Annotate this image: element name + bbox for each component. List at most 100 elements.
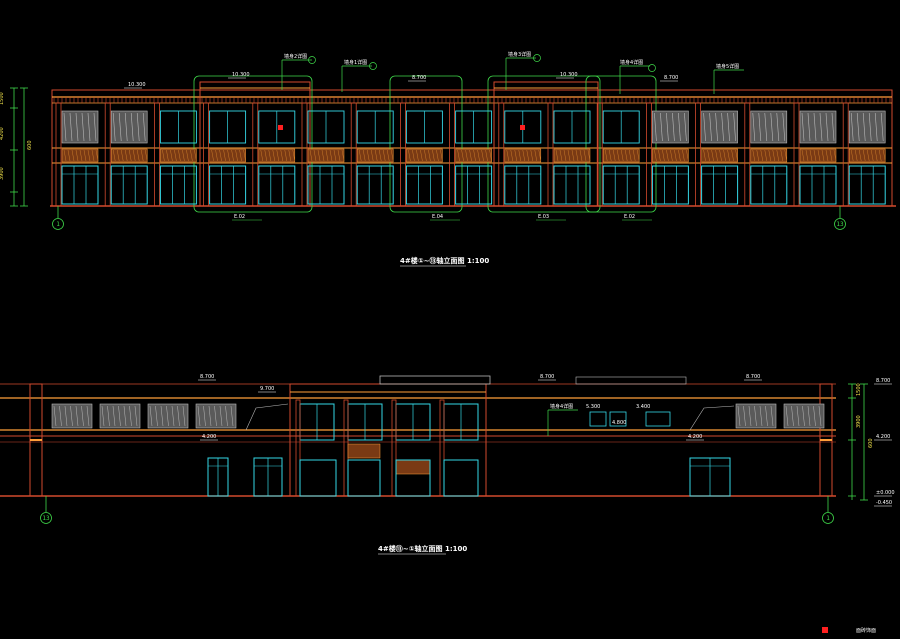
terrace-window — [645, 411, 671, 427]
band-hatch — [719, 149, 722, 162]
screen-hatch — [825, 112, 829, 142]
screen-hatch — [874, 112, 878, 142]
band-hatch — [227, 149, 230, 162]
brick-band — [750, 148, 788, 163]
screen-hatch — [101, 405, 105, 427]
storefront — [159, 165, 197, 205]
band-hatch — [858, 149, 862, 162]
screen-hatch — [801, 112, 805, 142]
right-dimension-chain-bottom — [848, 383, 868, 501]
center-lower-window — [299, 459, 337, 497]
band-hatch — [321, 149, 325, 162]
band-hatch — [636, 149, 640, 162]
screen-hatch — [86, 405, 90, 427]
center-lower-window — [395, 459, 431, 497]
screen-hatch — [203, 405, 206, 427]
screen-hatch — [208, 405, 212, 427]
screen-hatch — [197, 405, 201, 427]
storefront — [504, 165, 542, 205]
band-hatch — [95, 149, 99, 162]
band-hatch — [768, 149, 772, 162]
band-hatch — [703, 149, 706, 162]
brick-band — [347, 443, 381, 459]
band-hatch — [235, 149, 238, 162]
band-hatch — [473, 149, 476, 162]
upper-screen-panel — [750, 110, 788, 144]
band-hatch — [280, 149, 284, 162]
elev-bot-5: 4.200 — [202, 434, 216, 440]
band-hatch — [469, 149, 472, 162]
terrace-window — [609, 411, 627, 427]
band-hatch — [723, 149, 726, 162]
band-hatch — [370, 149, 374, 162]
callout-top-3: 墙身3详图 — [508, 51, 531, 58]
band-hatch — [83, 149, 87, 162]
brick-band — [799, 148, 837, 163]
screen-hatch — [770, 112, 774, 142]
band-hatch — [727, 149, 730, 162]
band-hatch — [309, 149, 313, 162]
band-hatch — [616, 149, 620, 162]
storefront — [356, 165, 394, 205]
brick-band — [307, 148, 345, 163]
upper-screen-panel — [61, 110, 99, 144]
band-hatch — [120, 149, 124, 162]
terrace-screen-panel — [783, 403, 825, 429]
band-hatch — [813, 149, 817, 162]
band-hatch — [440, 149, 443, 162]
dim-bot-3: 600 — [868, 438, 874, 448]
band-hatch — [71, 149, 75, 162]
top-pilasters — [55, 102, 849, 207]
elev-bot-2: 9.700 — [260, 386, 274, 392]
screen-hatch — [807, 112, 811, 142]
terrace-screen-panel — [735, 403, 777, 429]
screen-hatch — [177, 405, 180, 427]
upper-screen-panel — [848, 110, 886, 144]
screen-hatch — [123, 405, 127, 427]
band-hatch — [420, 149, 423, 162]
screen-hatch — [785, 405, 789, 427]
storefront — [455, 165, 493, 205]
band-hatch — [144, 149, 148, 162]
screen-hatch — [715, 112, 718, 142]
pilaster — [153, 102, 160, 207]
pilaster — [842, 102, 849, 207]
band-hatch — [75, 149, 79, 162]
band-hatch — [833, 149, 837, 162]
top-building-outline — [50, 89, 896, 207]
tag-top-3: E.03 — [538, 214, 549, 220]
band-hatch — [612, 149, 616, 162]
screen-hatch — [880, 112, 884, 142]
screen-hatch — [782, 112, 786, 142]
red-marker-2 — [520, 125, 525, 130]
screen-hatch — [107, 405, 110, 427]
pilaster — [793, 102, 800, 207]
band-hatch — [862, 149, 866, 162]
band-hatch — [211, 149, 214, 162]
screen-hatch — [770, 405, 774, 427]
storefront — [701, 165, 739, 205]
storefront — [848, 165, 886, 205]
band-hatch — [514, 149, 518, 162]
band-hatch — [583, 149, 587, 162]
band-hatch — [632, 149, 636, 162]
band-hatch — [461, 149, 464, 162]
screen-hatch — [684, 112, 687, 142]
elev-bot-4: 8.700 — [746, 374, 760, 380]
screen-hatch — [171, 405, 175, 427]
dim-top-1: 1500 — [0, 92, 5, 105]
red-marker-1 — [278, 125, 283, 130]
brick-band — [701, 148, 738, 163]
screen-hatch — [776, 112, 780, 142]
screen-hatch — [727, 112, 730, 142]
band-hatch — [608, 149, 612, 162]
band-hatch — [194, 149, 197, 162]
band-hatch — [772, 149, 776, 162]
band-hatch — [231, 149, 234, 162]
screen-hatch — [75, 112, 79, 142]
screen-hatch — [813, 112, 817, 142]
band-hatch — [707, 149, 710, 162]
band-hatch — [518, 149, 522, 162]
band-hatch — [735, 149, 738, 162]
brick-band — [258, 148, 296, 163]
